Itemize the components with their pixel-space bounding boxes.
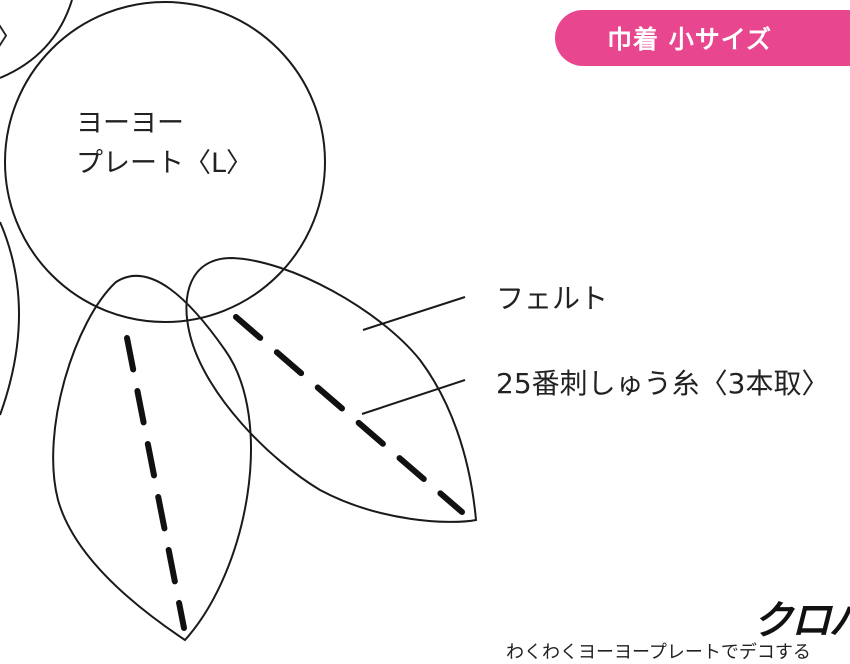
size-badge: 巾着 小サイズ — [555, 10, 850, 66]
footer-caption: わくわくヨーヨープレートでデコする — [506, 642, 811, 663]
stitch-line-right — [233, 314, 465, 515]
felt-label: フェルト — [496, 282, 609, 315]
partial-circle-left — [0, 221, 20, 416]
yoyo-label-line1: ヨーヨー — [76, 108, 184, 139]
leader-line-thread — [361, 379, 466, 415]
brand-logo: クロバ — [753, 598, 850, 644]
leaf-left — [52, 275, 252, 642]
stitch-line-left — [124, 335, 187, 631]
yoyo-label-line2: プレート〈L〉 — [76, 148, 254, 179]
leader-line-felt — [362, 296, 466, 331]
leaf-right — [185, 256, 478, 523]
yoyo-plate-circle — [4, 1, 326, 323]
partial-circle-top — [0, 0, 73, 79]
yoyo-plate-label: ヨーヨー プレート〈L〉 — [76, 104, 253, 184]
thread-label: 25番刺しゅう糸〈3本取〉 — [496, 367, 830, 400]
partial-left-label: 〉 — [0, 18, 23, 58]
